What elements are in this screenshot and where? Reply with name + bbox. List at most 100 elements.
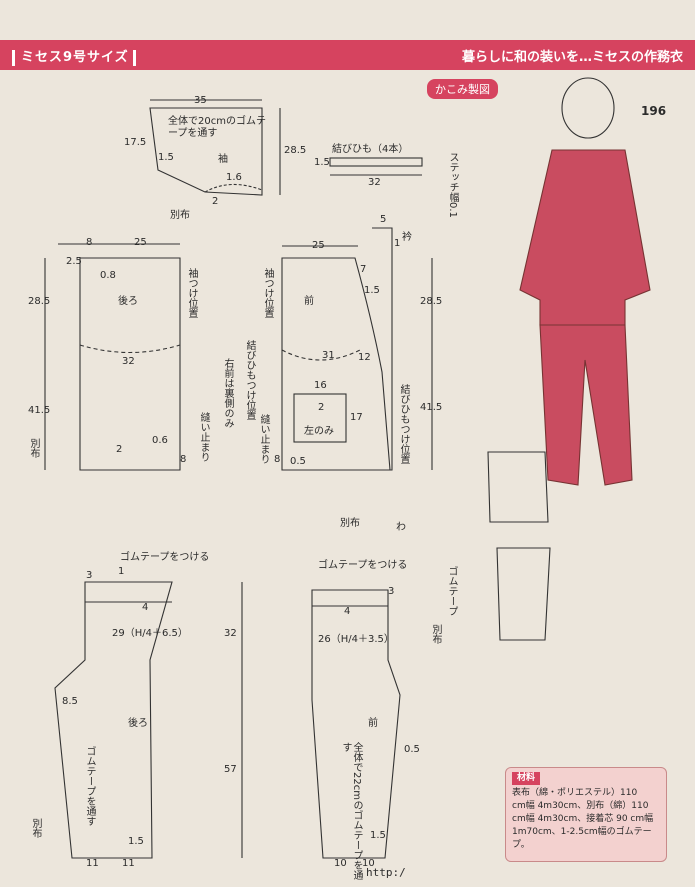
front-tie-pos2: 結びひもつけ位置 bbox=[398, 384, 409, 464]
size-title: ミセス9号サイズ bbox=[8, 46, 142, 66]
pants-back-lower: 57 bbox=[224, 764, 237, 775]
pants-front-elastic: ゴムテープをつける bbox=[318, 560, 408, 571]
stitch-note: ステッチ幅0.1 bbox=[447, 152, 458, 218]
page-title: 暮らしに和の装いを…ミセスの作務衣 bbox=[461, 50, 683, 65]
tie-label: 結びひも（4本） bbox=[332, 144, 409, 155]
sleeve-note: 全体で20cmのゴムテープを通す bbox=[168, 116, 266, 139]
sleeve-bias: 別布 bbox=[170, 210, 190, 221]
front-lower: 41.5 bbox=[420, 402, 443, 413]
front-inside-note: 右前は裏側のみ bbox=[222, 358, 233, 428]
front-armhole bbox=[281, 349, 361, 361]
front-n05: 0.5 bbox=[290, 456, 306, 467]
collar-tag: 衿 bbox=[402, 232, 412, 243]
front-bias: 別布 bbox=[340, 518, 360, 529]
front-tie-pos: 結びひもつけ位置 bbox=[244, 340, 255, 420]
back-w1: 8 bbox=[86, 237, 93, 248]
pants-back-hem2: 11 bbox=[122, 858, 135, 869]
figure-head bbox=[561, 77, 615, 139]
size-title-text: ミセス9号サイズ bbox=[21, 50, 129, 65]
pants-back-upper: 32 bbox=[224, 628, 237, 639]
front-n7: 7 bbox=[360, 264, 367, 275]
materials-title: 材料 bbox=[512, 772, 541, 786]
back-tag: 後ろ bbox=[118, 296, 138, 307]
title-bar-mark bbox=[132, 49, 136, 66]
pants-front-tag: 前 bbox=[368, 718, 378, 729]
front-n17: 17 bbox=[350, 412, 363, 423]
pants-front-n05: 0.5 bbox=[404, 744, 420, 755]
tie-width: 1.5 bbox=[314, 157, 330, 168]
collar-n2: 1 bbox=[394, 238, 401, 249]
back-slit: 縫い止まり bbox=[198, 412, 209, 462]
back-n2: 2 bbox=[116, 444, 123, 455]
pants-back-note: ゴムテープを通す bbox=[84, 746, 95, 826]
figure-pants bbox=[539, 324, 633, 486]
pants-back-n3: 3 bbox=[86, 570, 93, 581]
front-pocket: 左のみ bbox=[304, 426, 334, 437]
materials-line-4: 1m70cm、1-2.5cm幅のゴムテープ。 bbox=[512, 827, 652, 851]
pants-back-n85: 8.5 bbox=[62, 696, 78, 707]
front-sleeve-pos: 袖つけ位置 bbox=[262, 268, 273, 318]
front-n31: 31 bbox=[322, 350, 335, 361]
front-body-outline bbox=[281, 257, 391, 471]
front-n8: 8 bbox=[274, 454, 281, 465]
collar-band bbox=[372, 227, 393, 471]
materials-line-3: cm幅 4m30cm、接着芯 90 cm幅 bbox=[512, 814, 654, 825]
back-sleeve-pos: 袖つけ位置 bbox=[186, 268, 197, 318]
front-n15: 1.5 bbox=[364, 285, 380, 296]
pants-back-elastic: ゴムテープをつける bbox=[120, 552, 210, 563]
pants-back-hem1: 11 bbox=[86, 858, 99, 869]
back-hem: 32 bbox=[122, 356, 135, 367]
front-w: 25 bbox=[312, 240, 325, 251]
collar-n: 5 bbox=[380, 214, 387, 225]
pants-front-formula: 26（H/4＋3.5） bbox=[318, 634, 394, 645]
pants-front-n4: 4 bbox=[344, 606, 351, 617]
pants-back-n4: 4 bbox=[142, 602, 149, 613]
pants-back-n15: 1.5 bbox=[128, 836, 144, 847]
header-bar bbox=[0, 40, 695, 70]
sleeve-n1: 1.5 bbox=[158, 152, 174, 163]
tie-strip bbox=[329, 157, 423, 167]
back-n25: 2.5 bbox=[66, 256, 82, 267]
pants-front-bias: 別布 bbox=[430, 624, 441, 644]
title-bar-mark bbox=[12, 49, 15, 66]
pants-front-outline bbox=[311, 589, 401, 859]
materials-line-2: cm幅 4m30cm、別布（綿）110 bbox=[512, 801, 649, 812]
page-number: 196 bbox=[641, 104, 667, 118]
figure-jacket bbox=[519, 149, 651, 326]
pants-back-formula: 29（H/4＋6.5） bbox=[112, 628, 188, 639]
pants-front-hem2: 10 bbox=[362, 858, 375, 869]
back-bias: 別布 bbox=[28, 438, 39, 458]
pants-back-bias: 別布 bbox=[30, 818, 41, 838]
back-body-outline bbox=[79, 257, 181, 471]
watermark-url: http:/ bbox=[366, 866, 406, 879]
flat-pants-sketch bbox=[496, 547, 551, 641]
front-n2: 2 bbox=[318, 402, 325, 413]
sleeve-width: 35 bbox=[194, 95, 207, 106]
front-fold: わ bbox=[396, 522, 406, 533]
back-n08: 0.8 bbox=[100, 270, 116, 281]
pants-front-n3: 3 bbox=[388, 586, 395, 597]
tie-length: 32 bbox=[368, 177, 381, 188]
sleeve-height: 28.5 bbox=[284, 145, 307, 156]
front-slit: 縫い止まり bbox=[258, 414, 269, 464]
back-lower: 41.5 bbox=[28, 405, 51, 416]
materials-box: 材料 表布（綿・ポリエステル）110 cm幅 4m30cm、別布（綿）110 c… bbox=[505, 767, 667, 862]
pants-front-note: 全体で22cmのゴムテープを通す bbox=[340, 742, 362, 880]
pants-front-elastic2: ゴムテープ bbox=[446, 566, 457, 616]
sleeve-n2: 1.6 bbox=[226, 172, 242, 183]
back-n06: 0.6 bbox=[152, 435, 168, 446]
back-armhole bbox=[79, 344, 181, 353]
pants-front-n15: 1.5 bbox=[370, 830, 386, 841]
sleeve-cuff-curve bbox=[204, 183, 263, 193]
pants-back-outline bbox=[54, 581, 173, 859]
front-pocket bbox=[293, 393, 347, 443]
sleeve-outline bbox=[149, 107, 263, 196]
diagram-badge: かこみ製図 bbox=[427, 79, 498, 99]
pants-back-n1: 1 bbox=[118, 566, 125, 577]
sleeve-side: 17.5 bbox=[124, 137, 147, 148]
sleeve-tag: 袖 bbox=[218, 154, 228, 165]
back-upper: 28.5 bbox=[28, 296, 51, 307]
front-n12: 12 bbox=[358, 352, 371, 363]
materials-line-1: 表布（綿・ポリエステル）110 bbox=[512, 788, 638, 799]
